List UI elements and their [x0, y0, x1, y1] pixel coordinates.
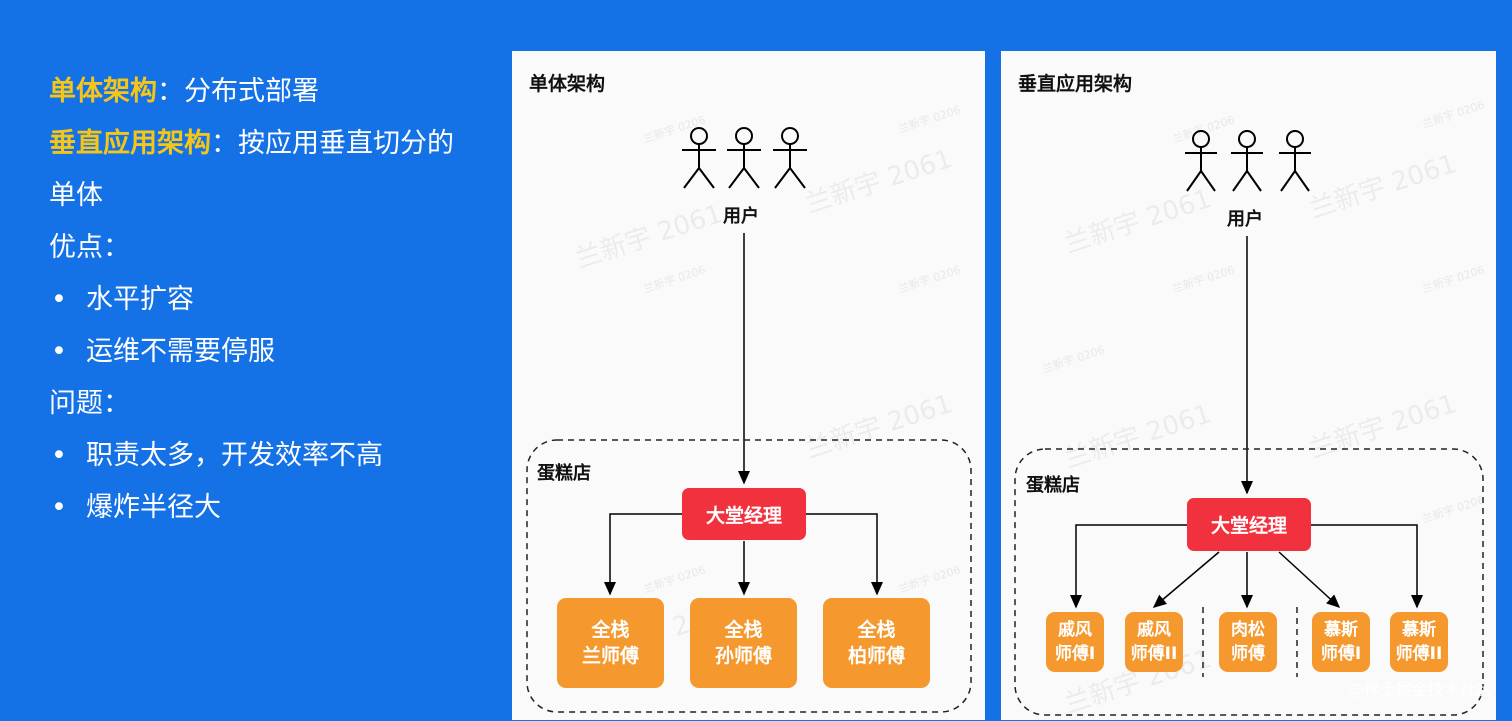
vertical-desc: ：按应用垂直切分的: [211, 128, 454, 159]
intro-text: 单体架构：分布式部署 垂直应用架构：按应用垂直切分的 单体 优点： • 水平扩容…: [49, 66, 499, 534]
worker-name: 师傅II: [1130, 644, 1178, 664]
cons-item-text: 爆炸半径大: [86, 492, 221, 523]
monolith-diagram-panel: 兰新宇 2061 兰新宇 2061 兰新宇 2061 兰新宇 2061 兰新宇 …: [512, 51, 985, 720]
worker-name: 孙师傅: [714, 645, 772, 667]
worker-node: 全栈 孙师傅: [690, 598, 797, 688]
bullet-icon: •: [51, 336, 67, 367]
user-icon: [1185, 130, 1217, 192]
user-icon: [773, 127, 807, 189]
worker-role: 全栈: [857, 619, 896, 641]
platform-credit: @稀土掘金技术社区: [1347, 680, 1492, 699]
monolith-title: 单体架构: [529, 73, 606, 95]
worker-role: 全栈: [591, 619, 630, 641]
worker-node: 慕斯 师傅I: [1312, 612, 1370, 672]
worker-role: 慕斯: [1402, 620, 1436, 640]
pros-item: • 运维不需要停服: [49, 326, 499, 378]
worker-role: 戚风: [1058, 620, 1092, 640]
worker-name: 师傅I: [1054, 644, 1096, 664]
cons-item: • 职责太多，开发效率不高: [49, 430, 499, 482]
user-icon: [1279, 130, 1311, 192]
pros-item: • 水平扩容: [49, 274, 499, 326]
user-label: 用户: [1225, 205, 1265, 231]
user-icon: [1231, 130, 1263, 192]
worker-role: 全栈: [724, 619, 763, 641]
vertical-diagram-panel: 兰新宇 2061 兰新宇 2061 兰新宇 2061 兰新宇 2061 兰新宇 …: [1001, 51, 1496, 720]
manager-node: 大堂经理: [1187, 498, 1311, 551]
cons-item: • 爆炸半径大: [49, 482, 499, 534]
monolith-connectors: [526, 127, 972, 713]
worker-node: 全栈 柏师傅: [823, 598, 930, 688]
manager-node: 大堂经理: [682, 488, 806, 540]
worker-name: 师傅II: [1395, 644, 1443, 664]
shop-label: 蛋糕店: [537, 463, 591, 484]
bullet-icon: •: [51, 440, 67, 471]
cons-title: 问题：: [49, 388, 130, 419]
pros-title: 优点：: [49, 232, 130, 263]
worker-role: 戚风: [1137, 620, 1171, 640]
worker-role: 肉松: [1231, 620, 1265, 640]
worker-node: 戚风 师傅II: [1125, 612, 1183, 672]
worker-name: 师傅: [1231, 644, 1265, 664]
monolith-desc: ：分布式部署: [157, 76, 319, 107]
cons-item-text: 职责太多，开发效率不高: [86, 440, 383, 471]
worker-name: 师傅I: [1320, 644, 1362, 664]
user-icon: [682, 127, 716, 189]
worker-name: 柏师傅: [847, 645, 905, 667]
vertical-title: 垂直应用架构: [1018, 73, 1133, 95]
monolith-term: 单体架构: [49, 76, 157, 107]
user-label: 用户: [721, 202, 761, 228]
vertical-line: 垂直应用架构：按应用垂直切分的: [49, 118, 499, 170]
bullet-icon: •: [51, 284, 67, 315]
vertical-term: 垂直应用架构: [49, 128, 211, 159]
worker-role: 慕斯: [1324, 620, 1358, 640]
worker-node: 全栈 兰师傅: [557, 598, 664, 688]
worker-node: 肉松 师傅: [1219, 612, 1277, 672]
shop-label: 蛋糕店: [1026, 475, 1080, 496]
user-icon: [727, 127, 761, 189]
pros-item-text: 运维不需要停服: [86, 336, 275, 367]
vertical-connectors: [1014, 130, 1484, 716]
monolith-line: 单体架构：分布式部署: [49, 66, 499, 118]
worker-name: 兰师傅: [581, 645, 639, 667]
worker-node: 慕斯 师傅II: [1390, 612, 1448, 672]
vertical-desc-cont: 单体: [49, 180, 103, 211]
worker-node: 戚风 师傅I: [1046, 612, 1104, 672]
bullet-icon: •: [51, 492, 67, 523]
pros-item-text: 水平扩容: [86, 284, 194, 315]
